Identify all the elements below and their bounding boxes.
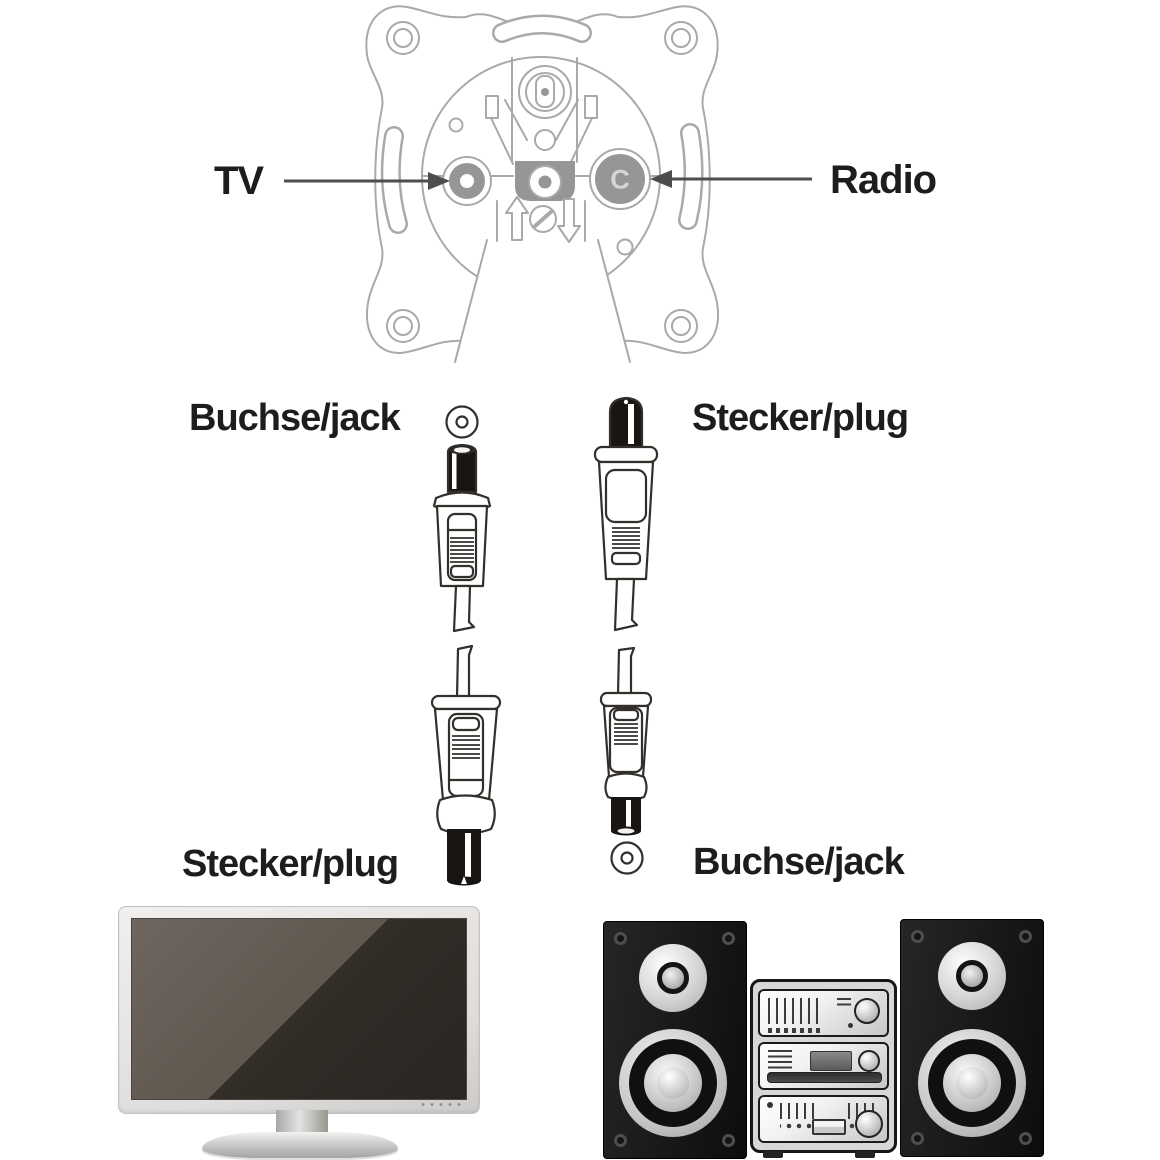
power-led [848, 1023, 853, 1028]
record-led [767, 1102, 773, 1108]
right-cable-lower-connector [599, 691, 653, 836]
speaker-screw [1019, 1132, 1032, 1145]
speaker-screw [722, 1134, 735, 1147]
indicator-dashes [837, 998, 851, 1006]
tv-stand-base [202, 1132, 398, 1158]
label-plug-bottom-left: Stecker/plug [182, 843, 399, 885]
radio-port: C [589, 148, 651, 210]
radio-pointer-arrow [650, 170, 812, 188]
tape-knob [855, 1110, 883, 1138]
left-cable-upper-segment [452, 584, 476, 633]
left-cable-icon [430, 405, 502, 886]
tweeter-dome [657, 962, 689, 994]
tape-dots-left [780, 1122, 818, 1130]
woofer-cone [644, 1054, 702, 1112]
speaker-screw [911, 930, 924, 943]
jack-symbol-bottom-right [610, 841, 644, 875]
left-speaker [603, 921, 747, 1159]
unit-foot [855, 1151, 875, 1158]
volume-knob [858, 1050, 880, 1072]
socket-bracket [448, 95, 634, 256]
mounting-slots [380, 14, 704, 234]
right-cable-lower-segment [616, 646, 636, 696]
woofer-dome [956, 1067, 988, 1099]
right-cable-upper-plug [593, 396, 659, 581]
tv-port-label: TV [214, 159, 264, 203]
woofer [619, 1029, 727, 1137]
tuner-knob [854, 998, 880, 1024]
tweeter [938, 942, 1006, 1010]
speaker-screw [1019, 930, 1032, 943]
right-cable-icon [593, 396, 659, 875]
woofer [918, 1029, 1026, 1137]
right-speaker [900, 919, 1044, 1157]
hifi-tape-module [758, 1095, 889, 1143]
unit-foot [763, 1151, 783, 1158]
display-window [810, 1051, 852, 1071]
speaker-screw [614, 1134, 627, 1147]
right-cable-upper-segment [613, 577, 639, 632]
f-connector-icon [518, 65, 572, 119]
left-cable-lower-segment [455, 644, 474, 699]
equalizer-sliders [768, 998, 824, 1024]
cd-slot [767, 1072, 882, 1083]
speaker-screw [722, 932, 735, 945]
tv-control-buttons [418, 1102, 464, 1107]
woofer-cone [943, 1054, 1001, 1112]
speaker-screw [911, 1132, 924, 1145]
corner-screw-holes [386, 21, 698, 343]
speaker-screw [614, 932, 627, 945]
woofer-surround [928, 1039, 1016, 1127]
tv-screen [131, 918, 467, 1100]
left-cable-lower-plug [430, 694, 502, 886]
label-jack-bottom-right: Buchse/jack [693, 841, 905, 883]
tv-pointer-arrow [284, 172, 450, 190]
socket-bottom-tab [455, 240, 630, 364]
left-cable-upper-connector [432, 443, 492, 588]
radio-port-label: Radio [830, 158, 937, 202]
center-screw [515, 161, 575, 201]
woofer-surround [629, 1039, 717, 1127]
woofer-dome [657, 1067, 689, 1099]
hifi-tuner-module [758, 989, 889, 1037]
hifi-center-unit [750, 979, 897, 1153]
tape-buttons-left [780, 1103, 818, 1119]
label-jack-top-left: Buchse/jack [189, 397, 401, 439]
jack-symbol-top-left [445, 405, 479, 439]
radio-port-marking: C [610, 165, 630, 195]
wall-socket-icon: C [365, 5, 719, 364]
button-rows [768, 1050, 792, 1072]
tweeter [639, 944, 707, 1012]
tv-port [442, 156, 492, 206]
insert-direction-arrows [505, 196, 581, 243]
tweeter-dome [956, 960, 988, 992]
slider-ticks [768, 1028, 824, 1033]
hifi-cd-module [758, 1042, 889, 1090]
cassette-door [812, 1119, 846, 1135]
label-plug-top-right: Stecker/plug [692, 397, 909, 439]
